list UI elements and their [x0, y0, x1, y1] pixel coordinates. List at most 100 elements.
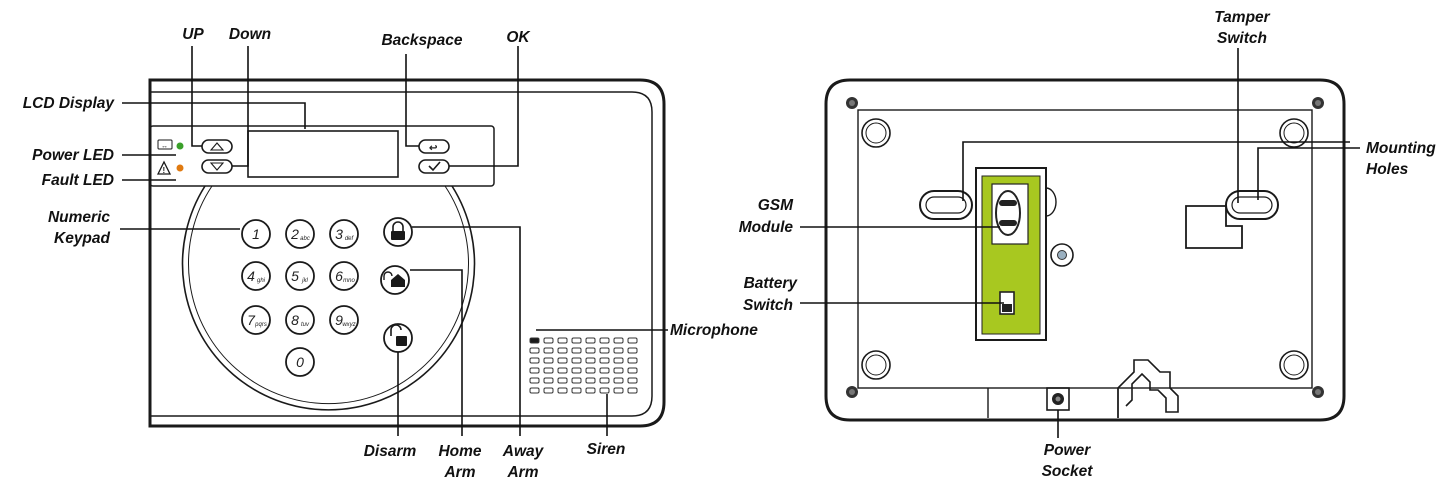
- grille-slot: [627, 377, 638, 384]
- grille-slot: [613, 377, 624, 384]
- grille-slot: [585, 377, 596, 384]
- front-housing: [148, 78, 666, 428]
- home-lock-icon: [383, 271, 405, 287]
- cable-channel: [1117, 359, 1179, 418]
- label-tamper-switch-2: Switch: [1217, 30, 1267, 47]
- label-ok: OK: [506, 29, 531, 46]
- front-leader-lines: [120, 46, 668, 436]
- lock-open-icon: [390, 324, 407, 346]
- label-gsm-module-2: Module: [739, 219, 794, 236]
- label-microphone: Microphone: [670, 322, 758, 339]
- grille-slot: [613, 367, 624, 374]
- key-letters: mno: [343, 278, 355, 284]
- grille-slot: [613, 337, 624, 344]
- grille-slot: [529, 367, 540, 374]
- grille-slot: [571, 387, 582, 394]
- grille-slot: [543, 357, 554, 364]
- display-strip: [149, 125, 495, 187]
- grille-slot: [571, 367, 582, 374]
- front-labels: UP Down Backspace OK LCD Display Power L…: [23, 26, 759, 481]
- backspace-icon: ↩: [429, 143, 438, 154]
- key-1[interactable]: 1: [241, 219, 271, 249]
- away-arm-button[interactable]: [383, 217, 413, 247]
- key-letters: def: [345, 236, 355, 242]
- back-leader-lines: [800, 48, 1360, 438]
- grille-slot: [571, 347, 582, 354]
- up-button[interactable]: [201, 139, 233, 154]
- keypad-circle: [181, 185, 476, 411]
- label-home-arm-1: Home: [438, 443, 481, 460]
- label-disarm: Disarm: [364, 443, 417, 460]
- microphone-hole: [529, 337, 540, 344]
- mounting-slot-left: [919, 190, 973, 220]
- key-number: 9: [335, 312, 343, 328]
- warning-icon: [156, 160, 172, 175]
- gsm-compartment: [975, 167, 1047, 341]
- label-mounting-holes-1: Mounting: [1366, 140, 1436, 157]
- grille-slot: [627, 367, 638, 374]
- grille-slot: [571, 377, 582, 384]
- key-number: 8: [291, 312, 299, 328]
- grille-slot: [571, 357, 582, 364]
- label-away-arm-2: Arm: [506, 464, 538, 481]
- gsm-antenna-connector: [1050, 243, 1074, 267]
- grille-slot: [599, 387, 610, 394]
- label-power-socket-1: Power: [1044, 442, 1091, 459]
- grille-slot: [599, 377, 610, 384]
- ok-button[interactable]: [418, 159, 450, 174]
- label-power-led: Power LED: [32, 147, 114, 164]
- key-letters: wxyz: [342, 322, 355, 328]
- grille-slot: [557, 377, 568, 384]
- key-number: 2: [290, 226, 299, 242]
- key-number: 7: [247, 312, 256, 328]
- label-home-arm-2: Arm: [443, 464, 475, 481]
- label-numeric-keypad-2: Keypad: [54, 230, 111, 247]
- home-arm-button[interactable]: [380, 265, 410, 295]
- key-number: 0: [296, 354, 304, 370]
- grille-slot: [613, 347, 624, 354]
- key-number: 3: [335, 226, 343, 242]
- label-battery-switch-1: Battery: [744, 275, 799, 292]
- fault-led: [176, 164, 184, 172]
- grille-slot: [543, 387, 554, 394]
- grille-slot: [529, 347, 540, 354]
- label-backspace: Backspace: [381, 32, 462, 49]
- label-mounting-holes-2: Holes: [1366, 161, 1409, 178]
- grille-slot: [585, 387, 596, 394]
- key-number: 1: [252, 226, 260, 242]
- back-housing: [824, 78, 1346, 422]
- grille-slot: [571, 337, 582, 344]
- svg-text:↔: ↔: [161, 143, 168, 150]
- up-arrow-icon: [209, 142, 225, 151]
- grille-slot: [613, 387, 624, 394]
- label-gsm-module-1: GSM: [758, 197, 794, 214]
- grille-slot: [557, 337, 568, 344]
- round-holes: [861, 118, 1309, 380]
- power-led: [176, 142, 184, 150]
- grille-slot: [543, 367, 554, 374]
- grille-slot: [557, 387, 568, 394]
- grille-slot: [599, 337, 610, 344]
- grille-slot: [585, 357, 596, 364]
- key-0[interactable]: 0: [285, 347, 315, 377]
- label-battery-switch-2: Switch: [743, 297, 793, 314]
- key-letters: jkl: [301, 278, 308, 284]
- label-away-arm-1: Away: [502, 443, 545, 460]
- label-up: UP: [182, 26, 204, 43]
- key-letters: tuv: [301, 322, 310, 328]
- svg-text:!: !: [163, 166, 166, 175]
- grille-slot: [627, 387, 638, 394]
- label-lcd-display: LCD Display: [23, 95, 116, 112]
- down-button[interactable]: [201, 159, 233, 174]
- corner-screw-icons: [846, 97, 1324, 398]
